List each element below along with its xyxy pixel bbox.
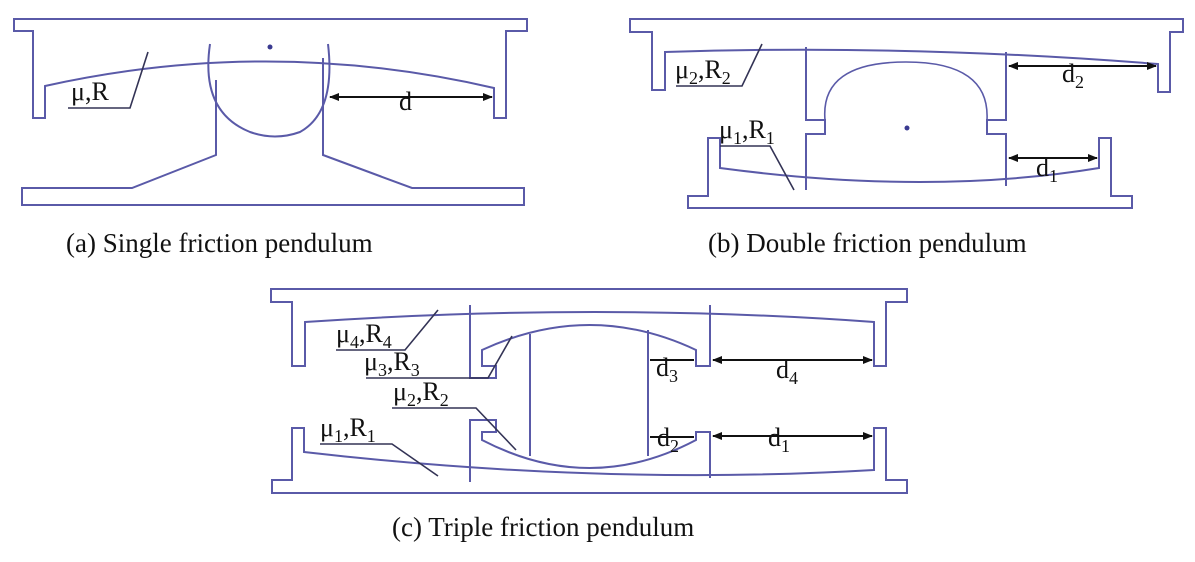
label-d4: d4 (776, 355, 798, 388)
label-d1: d1 (768, 423, 790, 456)
lower-slide-plate (469, 419, 711, 482)
leader-line (720, 145, 795, 191)
slider-body (805, 47, 1007, 190)
upper-slide-plate (469, 305, 711, 379)
pedestal (21, 58, 525, 206)
label-d3: d3 (656, 353, 678, 386)
caption-a: (a) Single friction pendulum (66, 228, 373, 258)
label-mu4-r4: μ4,R4 (336, 319, 392, 352)
label-mu1-r1: μ1,R1 (320, 413, 376, 446)
top-plate (270, 288, 908, 367)
slider-core (529, 330, 649, 456)
label-d: d (399, 87, 412, 116)
label-mu2-r2: μ2,R2 (675, 55, 731, 88)
label-d2: d2 (1062, 59, 1084, 92)
leader-line (68, 51, 149, 109)
bottom-plate (687, 137, 1133, 209)
caption-b: (b) Double friction pendulum (708, 228, 1027, 258)
single-pendulum-diagram: μ,R d (13, 18, 528, 206)
slider (207, 43, 331, 138)
leader-line (366, 335, 513, 379)
leader-line (320, 443, 439, 477)
label-d2: d2 (657, 423, 679, 456)
top-plate (13, 18, 528, 119)
triple-pendulum-diagram: μ4,R4 μ3,R3 μ2,R2 μ1,R1 d3 d4 d2 (270, 288, 908, 494)
pivot-point (904, 125, 910, 131)
top-plate (629, 18, 1184, 93)
spherical-core (823, 61, 988, 121)
label-mu-r: μ,R (71, 77, 109, 106)
leader-line (676, 43, 763, 87)
pivot-point (267, 44, 273, 50)
bottom-plate (271, 427, 908, 494)
label-d1: d1 (1036, 153, 1058, 186)
label-mu1-r1: μ1,R1 (719, 115, 775, 148)
leader-line (336, 309, 439, 351)
caption-c: (c) Triple friction pendulum (392, 512, 694, 542)
double-pendulum-diagram: μ2,R2 μ1,R1 d2 d1 (629, 18, 1184, 209)
label-mu3-r3: μ3,R3 (364, 347, 420, 380)
leader-line (392, 407, 517, 451)
label-mu2-r2: μ2,R2 (393, 377, 449, 410)
